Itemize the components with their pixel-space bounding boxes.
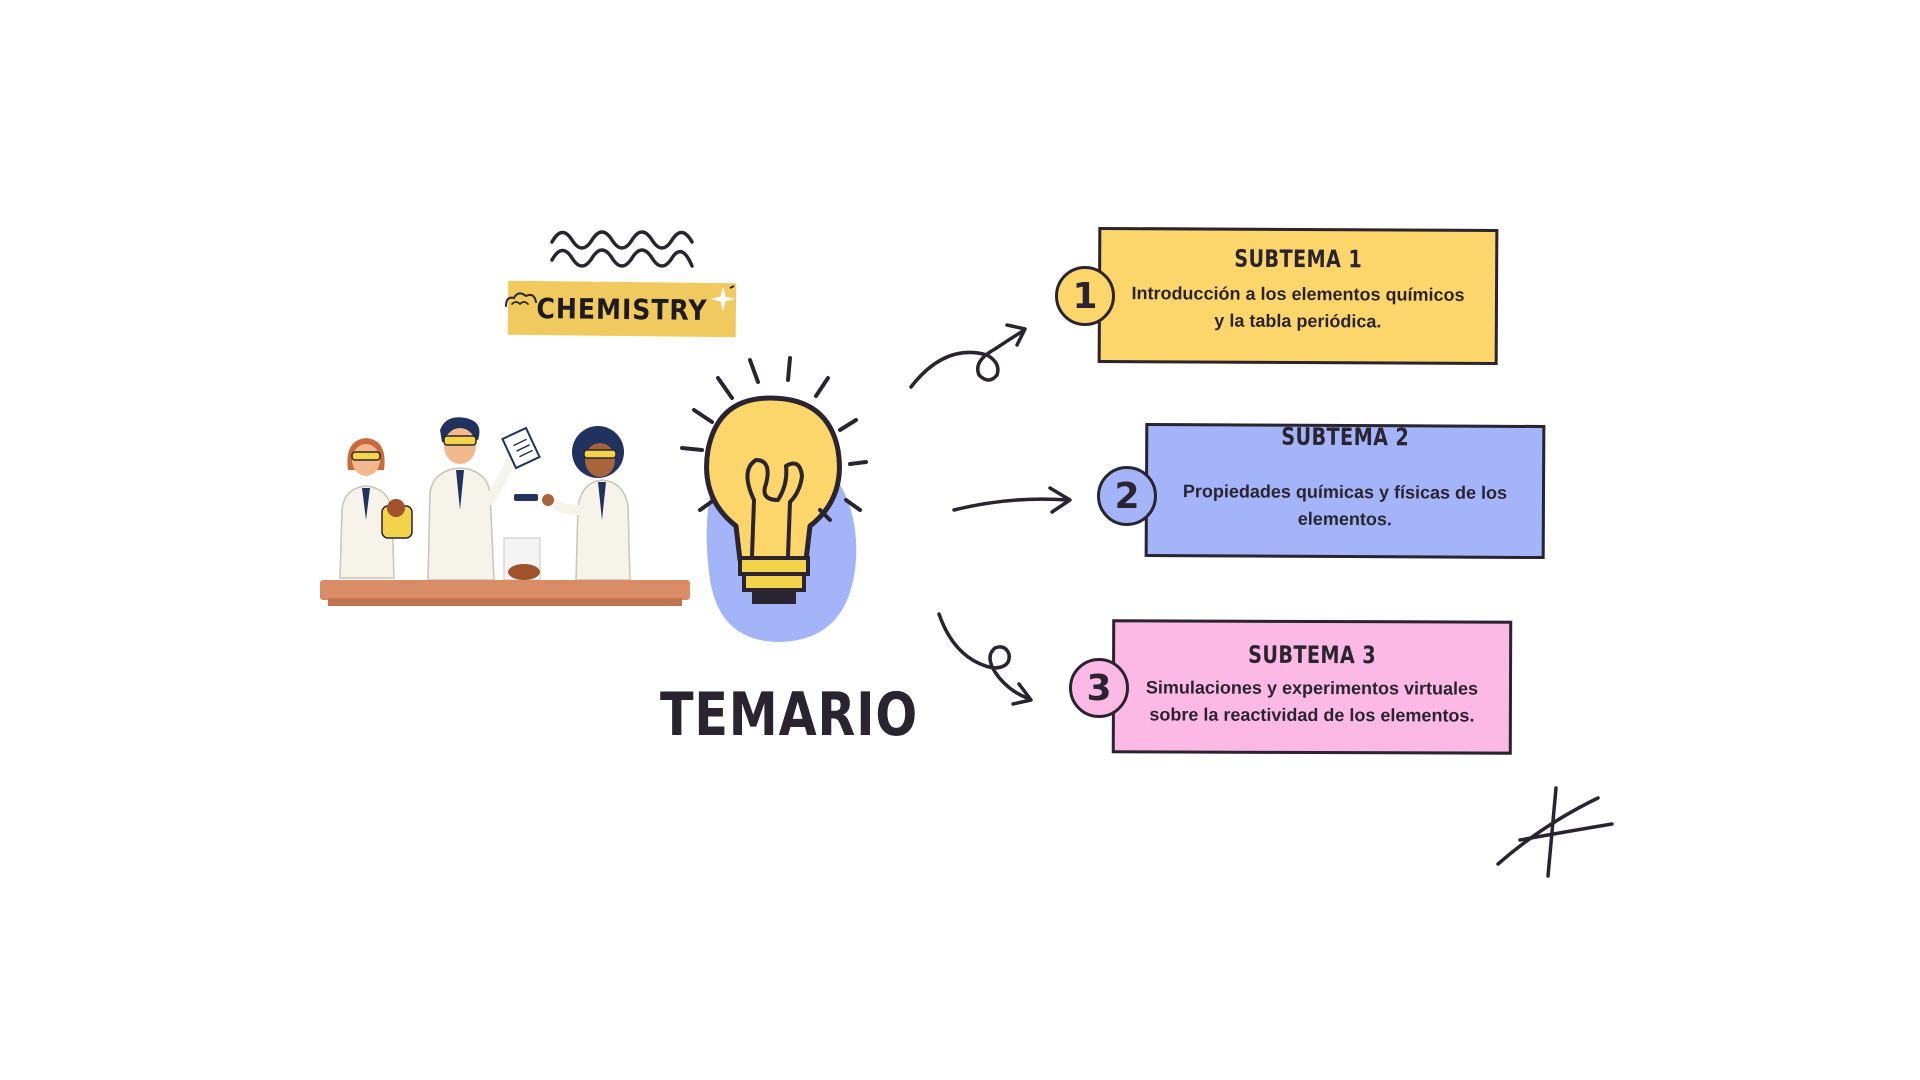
subtopic-box-1: SUBTEMA 1 Introducción a los elementos q… xyxy=(1097,226,1499,366)
number-badge-1: 1 xyxy=(1055,266,1115,326)
chemistry-label: CHEMISTRY xyxy=(536,291,708,327)
scientists-illustration xyxy=(320,417,690,606)
cloud-doodle-icon xyxy=(505,292,537,307)
wave-doodle-icon xyxy=(550,230,694,268)
star-doodle-icon xyxy=(1496,786,1614,878)
loop-arrow-icon xyxy=(937,612,1033,706)
subtopic-description: Simulaciones y experimentos virtuales so… xyxy=(1145,677,1479,726)
subtopic-box-2: SUBTEMA 2 Propiedades químicas y físicas… xyxy=(1144,422,1546,560)
curved-arrow-icon xyxy=(909,323,1027,389)
beaker xyxy=(503,537,541,581)
subtopic-heading: SUBTEMA 1 xyxy=(1234,244,1363,274)
subtopic-box-3: SUBTEMA 3 Simulaciones y experimentos vi… xyxy=(1111,619,1513,755)
subtopic-description: Introducción a los elementos químicos y … xyxy=(1131,283,1465,332)
number-badge-3: 3 xyxy=(1069,658,1129,718)
straight-arrow-icon xyxy=(952,486,1072,514)
subtopic-description: Propiedades químicas y físicas de los el… xyxy=(1182,481,1508,530)
chemistry-tag: CHEMISTRY xyxy=(507,280,737,338)
lightbulb-icon xyxy=(680,356,868,642)
sparkle-icon xyxy=(711,285,735,311)
page-title: TEMARIO xyxy=(660,680,918,750)
scientist-1 xyxy=(339,438,413,579)
scientist-3 xyxy=(542,426,631,581)
subtopic-heading: SUBTEMA 2 xyxy=(1281,422,1410,452)
scientist-2 xyxy=(427,417,541,581)
subtopic-heading: SUBTEMA 3 xyxy=(1248,640,1377,670)
number-badge-2: 2 xyxy=(1097,466,1157,526)
